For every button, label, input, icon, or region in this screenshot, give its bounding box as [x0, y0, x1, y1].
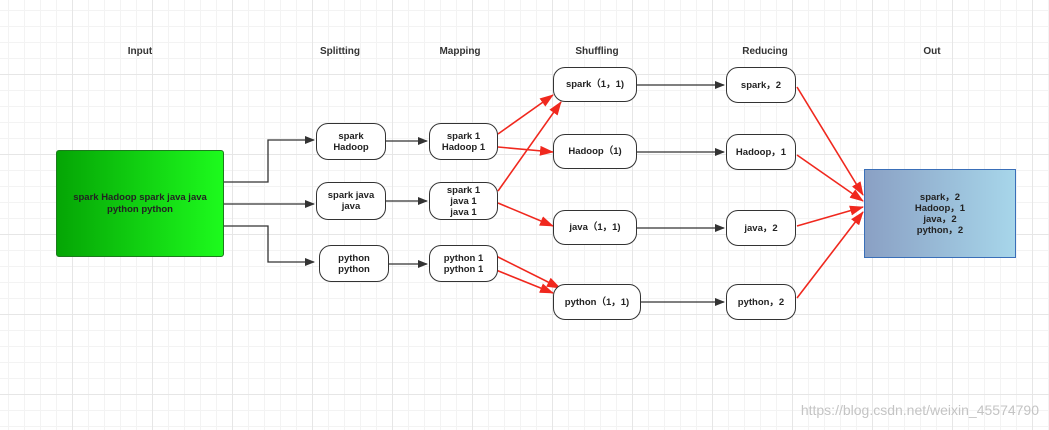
- reduce-node-hadoop-label: Hadoop，1: [735, 146, 787, 158]
- out-node-label: spark，2 Hadoop，1 java，2 python，2: [914, 191, 966, 236]
- split-node-1[interactable]: spark Hadoop: [316, 123, 386, 160]
- map-node-1-label: spark 1 Hadoop 1: [441, 130, 486, 153]
- reduce-node-spark[interactable]: spark，2: [726, 67, 796, 103]
- split-node-3-label: python python: [338, 252, 370, 275]
- arrow-reduce-out-hadoop: [796, 154, 864, 202]
- reduce-node-hadoop[interactable]: Hadoop，1: [726, 134, 796, 170]
- split-node-3[interactable]: python python: [319, 245, 389, 282]
- arrow-map-shuffle-hadoop: [497, 145, 554, 156]
- reduce-node-java[interactable]: java，2: [726, 210, 796, 246]
- map-node-1[interactable]: spark 1 Hadoop 1: [429, 123, 498, 160]
- shuffle-node-spark[interactable]: spark（1，1): [553, 67, 637, 102]
- reduce-node-java-label: java，2: [744, 222, 778, 234]
- shuffle-node-python-label: python（1，1): [564, 296, 630, 308]
- map-node-2-label: spark 1 java 1 java 1: [446, 184, 481, 218]
- arrow-input-split-1: [224, 136, 315, 183]
- arrow-map-shuffle-spark-b: [497, 101, 562, 192]
- arrow-map-shuffle-spark-a: [497, 94, 554, 135]
- arrow-map-shuffle-python-a: [495, 255, 561, 289]
- arrow-reduce-out-python: [796, 211, 864, 299]
- arrow-reduce-out-spark: [796, 86, 864, 196]
- stage-title-reducing: Reducing: [742, 46, 788, 57]
- input-node-label: spark Hadoop spark java java python pyth…: [73, 191, 207, 215]
- map-node-3-label: python 1 python 1: [443, 252, 484, 275]
- split-node-2-label: spark java java: [327, 190, 375, 212]
- map-node-2[interactable]: spark 1 java 1 java 1: [429, 182, 498, 220]
- arrow-reduce-out-java: [796, 205, 864, 227]
- reduce-node-python-label: python，2: [737, 296, 785, 308]
- shuffle-node-java[interactable]: java（1，1): [553, 210, 637, 245]
- reduce-node-spark-label: spark，2: [740, 79, 782, 91]
- stage-title-input: Input: [127, 46, 153, 57]
- stage-title-shuffling: Shuffling: [575, 46, 619, 57]
- shuffle-node-python[interactable]: python（1，1): [553, 284, 641, 320]
- reduce-node-python[interactable]: python，2: [726, 284, 796, 320]
- arrow-map-shuffle-python-b: [495, 269, 554, 294]
- split-node-1-label: spark Hadoop: [333, 130, 369, 153]
- arrow-input-split-3: [224, 225, 315, 266]
- map-node-3[interactable]: python 1 python 1: [429, 245, 498, 282]
- out-node[interactable]: spark，2 Hadoop，1 java，2 python，2: [864, 169, 1016, 258]
- arrow-map-shuffle-java: [497, 202, 554, 227]
- watermark: https://blog.csdn.net/weixin_45574790: [800, 402, 1039, 418]
- shuffle-node-hadoop[interactable]: Hadoop（1): [553, 134, 637, 169]
- shuffle-node-java-label: java（1，1): [569, 222, 621, 233]
- shuffle-node-hadoop-label: Hadoop（1): [568, 146, 622, 157]
- shuffle-node-spark-label: spark（1，1): [565, 79, 625, 90]
- stage-title-out: Out: [923, 46, 941, 57]
- input-node[interactable]: spark Hadoop spark java java python pyth…: [56, 150, 224, 257]
- stage-title-mapping: Mapping: [439, 46, 481, 57]
- split-node-2[interactable]: spark java java: [316, 182, 386, 220]
- stage-title-splitting: Splitting: [320, 46, 360, 57]
